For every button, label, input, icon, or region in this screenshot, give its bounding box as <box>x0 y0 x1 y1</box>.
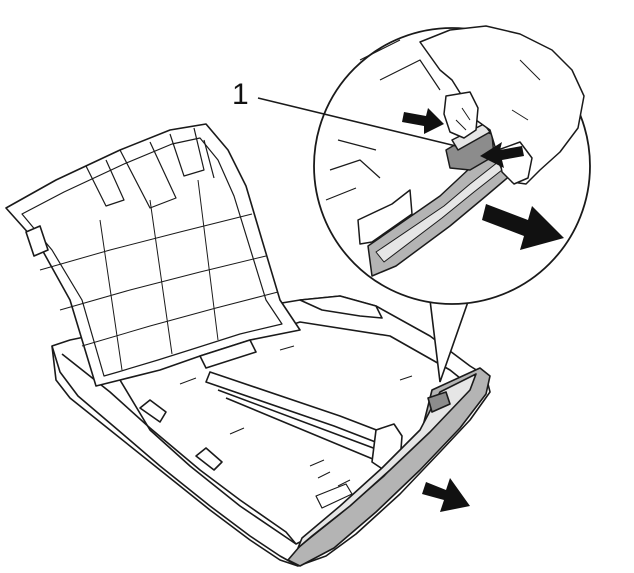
detail-hand-finger <box>443 91 479 139</box>
tray-left-wall <box>51 345 299 567</box>
paper-support-flap <box>5 123 301 387</box>
flap-ribs <box>85 127 215 209</box>
label-plate <box>315 483 353 509</box>
detail-tray-lines <box>325 39 441 201</box>
flap-tab-left <box>25 225 49 257</box>
flap-grid <box>39 179 279 371</box>
detail-hand-creases <box>455 59 541 131</box>
callout-leader-line <box>257 97 457 147</box>
tray-back-wall <box>299 295 383 319</box>
rail-line <box>217 389 385 463</box>
size-marks <box>179 345 413 487</box>
tray-front-cover <box>287 367 491 567</box>
arrow-icon <box>402 108 564 250</box>
flap-hinge <box>199 339 257 369</box>
detail-left-guide <box>357 189 413 245</box>
flap-outline <box>5 123 301 387</box>
flap-inner <box>21 137 283 377</box>
detail-magnifier <box>313 25 591 383</box>
slide-arrow-detail <box>482 204 564 250</box>
side-guide-left <box>139 399 223 471</box>
cover-latch <box>427 391 451 413</box>
squeeze-arrow-right <box>402 108 444 134</box>
squeeze-arrow-left <box>480 142 524 168</box>
front-cover-edge <box>297 373 477 549</box>
callout-number-1: 1 <box>232 78 249 111</box>
slide-arrow-icon <box>422 478 470 512</box>
tray-left-rim <box>61 353 297 545</box>
